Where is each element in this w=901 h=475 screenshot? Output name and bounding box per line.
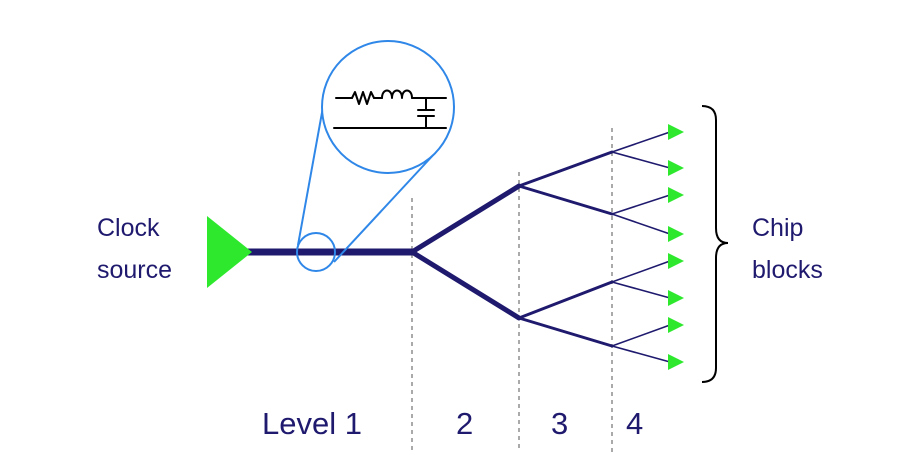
- chip-blocks-label-line2: blocks: [752, 256, 823, 284]
- sink-buffer-icon-8: [668, 354, 684, 370]
- wire-level-4-7: [611, 324, 671, 347]
- wire-level-3-c: [517, 280, 614, 320]
- level-3-label: 3: [551, 406, 568, 441]
- sink-buffer-icon-2: [668, 160, 684, 176]
- chip-block-buffers: [668, 124, 684, 370]
- rlc-circuit-icon: [333, 89, 447, 129]
- level-1-label: Level 1: [262, 406, 362, 441]
- wire-zoom-callout: [296, 40, 455, 272]
- sink-buffer-icon-1: [668, 124, 684, 140]
- wire-level-2-lower: [409, 249, 522, 321]
- resistor-icon: [351, 91, 375, 105]
- level-2-label: 2: [456, 406, 473, 441]
- wire-level-4-3: [611, 194, 671, 215]
- wire-level-4-8: [611, 345, 671, 363]
- clock-source-buffer-icon: [207, 216, 252, 288]
- sink-buffer-icon-3: [668, 187, 684, 203]
- wire-level-3-b: [517, 184, 614, 216]
- inductor-icon: [381, 89, 413, 99]
- wire-level-2-upper: [409, 183, 522, 255]
- sink-buffer-icon-7: [668, 317, 684, 333]
- wire-level-4-2: [611, 151, 671, 169]
- sink-buffer-icon-6: [668, 290, 684, 306]
- sink-buffer-icon-4: [668, 226, 684, 242]
- wire-level-4-4: [611, 213, 671, 235]
- level-4-label: 4: [626, 406, 643, 441]
- wire-level-3-a: [517, 150, 614, 188]
- zoom-tangent-right: [333, 151, 437, 263]
- chip-blocks-label-line1: Chip: [752, 214, 803, 242]
- diagram-labels: Clock source Chip blocks Level 1 2 3 4: [97, 214, 823, 441]
- zoom-small-circle: [296, 232, 336, 272]
- level-dividers: [411, 128, 613, 452]
- chip-blocks-brace-icon: [701, 105, 729, 383]
- clock-source-label-line1: Clock: [97, 214, 160, 242]
- zoom-large-circle-icon: [321, 40, 455, 174]
- wire-level-3-d: [517, 316, 614, 348]
- clock-tree-wires: [244, 131, 671, 363]
- wire-level-4-6: [611, 281, 671, 299]
- clock-source-label-line2: source: [97, 256, 172, 284]
- wire-level-4-5: [611, 260, 671, 283]
- wire-level-4-1: [611, 131, 671, 153]
- sink-buffer-icon-5: [668, 253, 684, 269]
